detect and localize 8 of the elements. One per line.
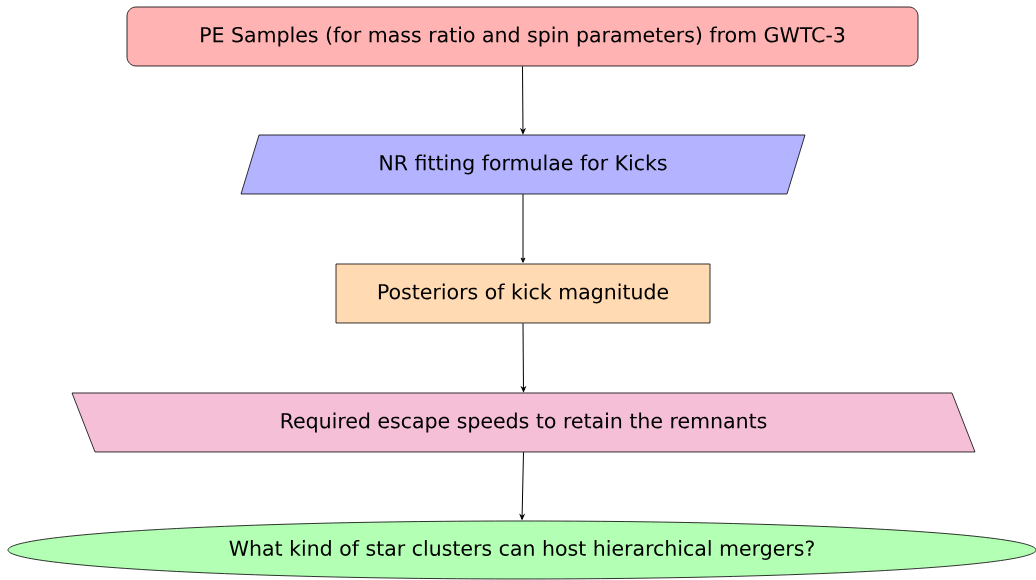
parallelogram-box: Required escape speeds to retain the remnants bbox=[71, 392, 976, 453]
parallelogram-box: NR fitting formulae for Kicks bbox=[240, 134, 806, 195]
arrow bbox=[520, 193, 526, 263]
arrow bbox=[519, 451, 525, 520]
arrow bbox=[520, 65, 526, 134]
process-box: PE Samples (for mass ratio and spin parameters) from GWTC-3 bbox=[126, 6, 919, 67]
process-box: Posteriors of kick magnitude bbox=[335, 263, 711, 324]
arrow bbox=[521, 322, 526, 392]
